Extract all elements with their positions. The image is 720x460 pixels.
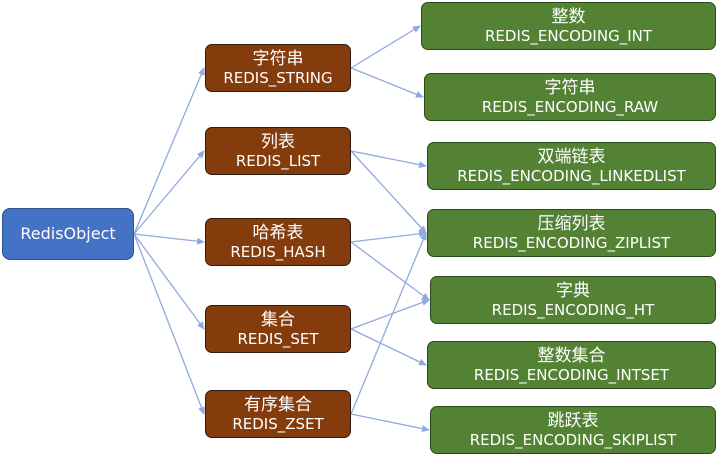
encoding-node-cn-label: 双端链表 <box>537 146 606 167</box>
arrow-root-to-t-set <box>133 233 205 330</box>
encoding-node-cn-label: 压缩列表 <box>537 213 606 234</box>
encoding-node-en-label: REDIS_ENCODING_INT <box>485 27 652 46</box>
arrow-root-to-t-hash <box>133 233 205 245</box>
type-node-en-label: REDIS_ZSET <box>232 415 324 434</box>
encoding-node-ht: 字典 REDIS_ENCODING_HT <box>430 276 716 324</box>
type-node-cn-label: 有序集合 <box>244 394 312 415</box>
encoding-node-cn-label: 字典 <box>556 280 590 301</box>
type-node-set: 集合 REDIS_SET <box>205 305 351 353</box>
type-node-cn-label: 字符串 <box>252 48 304 69</box>
encoding-node-cn-label: 字符串 <box>544 77 596 98</box>
encoding-node-raw: 字符串 REDIS_ENCODING_RAW <box>424 73 716 121</box>
arrow-root-to-t-list <box>133 150 205 235</box>
encoding-node-en-label: REDIS_ENCODING_RAW <box>481 98 659 117</box>
type-node-cn-label: 列表 <box>261 131 295 152</box>
encoding-node-en-label: REDIS_ENCODING_ZIPLIST <box>472 234 671 253</box>
type-node-list: 列表 REDIS_LIST <box>205 127 351 175</box>
encoding-node-cn-label: 跳跃表 <box>547 410 599 431</box>
arrow-t-hash-to-e-ziplist <box>350 230 427 243</box>
arrow-t-set-to-e-intset <box>350 328 427 366</box>
arrow-t-zset-to-e-skiplist <box>350 413 430 433</box>
encoding-node-intset: 整数集合 REDIS_ENCODING_INTSET <box>427 341 716 389</box>
arrow-t-list-to-e-ziplist <box>350 150 427 234</box>
type-node-cn-label: 哈希表 <box>252 222 304 243</box>
arrow-root-to-t-zset <box>133 233 205 415</box>
type-node-zset: 有序集合 REDIS_ZSET <box>205 390 351 438</box>
arrow-t-string-to-e-raw <box>350 67 424 98</box>
encoding-node-en-label: REDIS_ENCODING_INTSET <box>473 366 670 385</box>
encoding-node-en-label: REDIS_ENCODING_LINKEDLIST <box>457 167 686 186</box>
arrow-t-zset-to-e-ziplist <box>350 232 427 415</box>
type-node-en-label: REDIS_SET <box>237 330 319 349</box>
type-node-en-label: REDIS_STRING <box>223 69 333 88</box>
root-node-label: RedisObject <box>20 224 116 244</box>
encoding-node-en-label: REDIS_ENCODING_HT <box>491 301 655 320</box>
encoding-node-cn-label: 整数 <box>551 6 586 27</box>
encoding-node-linkedlist: 双端链表 REDIS_ENCODING_LINKEDLIST <box>427 142 716 190</box>
arrow-root-to-t-string <box>133 67 205 235</box>
arrow-t-set-to-e-ht <box>350 299 430 330</box>
type-node-string: 字符串 REDIS_STRING <box>205 44 351 92</box>
encoding-node-skiplist: 跳跃表 REDIS_ENCODING_SKIPLIST <box>430 406 716 454</box>
type-node-cn-label: 集合 <box>261 309 295 330</box>
arrow-t-list-to-e-linked <box>350 150 427 169</box>
root-node-redisobject: RedisObject <box>2 208 134 260</box>
type-node-hash: 哈希表 REDIS_HASH <box>205 218 351 266</box>
encoding-node-cn-label: 整数集合 <box>537 345 606 366</box>
encoding-node-en-label: REDIS_ENCODING_SKIPLIST <box>469 431 677 450</box>
encoding-node-int: 整数 REDIS_ENCODING_INT <box>421 2 716 50</box>
arrow-t-hash-to-e-ht <box>350 241 430 301</box>
encoding-node-ziplist: 压缩列表 REDIS_ENCODING_ZIPLIST <box>427 209 716 257</box>
type-node-en-label: REDIS_LIST <box>235 152 321 171</box>
arrow-t-string-to-e-int <box>350 25 421 69</box>
type-node-en-label: REDIS_HASH <box>230 243 326 262</box>
